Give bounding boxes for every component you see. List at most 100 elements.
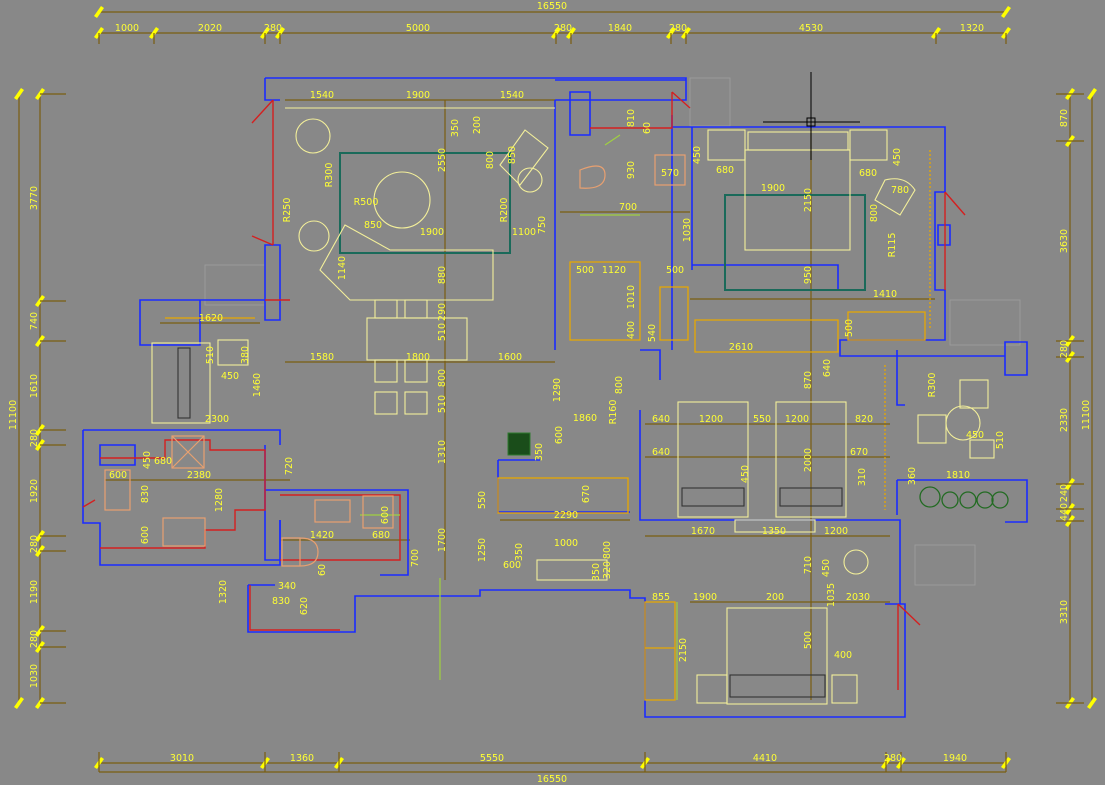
windows-doors [82,91,966,690]
interior-dimension-label: 870 [803,371,814,389]
interior-dimension-label: 1030 [682,218,693,242]
interior-dimension-label: 1140 [337,256,348,280]
interior-dimension-label: 2000 [803,448,814,472]
interior-dimension-label: 680 [154,456,172,467]
interior-dimension-label: 670 [850,447,868,458]
interior-dimension-label: 1200 [699,414,723,425]
interior-dimension-label: 800 [869,204,880,222]
interior-dimension-label: 700 [410,549,421,567]
kitchen-furniture [104,154,686,567]
dim-total-right: 11100 [1081,400,1092,430]
interior-dimension-label: 670 [581,485,592,503]
interior-dimension-label: 380 [240,346,251,364]
interior-dimension-label: 2030 [846,592,870,603]
interior-dimension-label: 1800 [406,352,430,363]
dim-label: 1920 [29,479,40,503]
interior-dimension-label: 500 [666,265,684,276]
interior-dimension-label: 500 [844,319,855,337]
dim-label: 2330 [1059,408,1070,432]
dim-label: 280 [29,630,40,648]
interior-dimension-label: 1460 [252,373,263,397]
interior-dimension-label: 450 [740,465,751,483]
interior-dimension-label: 450 [966,430,984,441]
dim-label: 1840 [608,23,632,34]
interior-dimension-label: 1900 [420,227,444,238]
dim-label: 3630 [1059,229,1070,253]
interior-dimension-label: 450 [221,371,239,382]
living-room-furniture [285,107,555,415]
interior-dimension-label: 350 [534,443,545,461]
interior-dimension-label: 310 [857,468,868,486]
interior-dimension-label: 1860 [573,413,597,424]
interior-dimension-label: 1320 [218,580,229,604]
dim-label: 280 [669,23,687,34]
interior-dimension-label: 2290 [554,510,578,521]
interior-dimension-label: 680 [716,165,734,176]
top-dimensions: 16550 1000 2020 280 5000 280 1840 280 45… [115,1,984,34]
interior-dimension-label: 500 [576,265,594,276]
interior-dimension-label: 720 [284,457,295,475]
interior-dimension-label: 550 [477,491,488,509]
interior-dimension-label: 1000 [554,538,578,549]
dim-label: 3010 [170,753,194,764]
interior-dimension-label: R115 [887,233,898,258]
interior-dimension-label: 510 [205,346,216,364]
interior-dimension-label: 680 [372,530,390,541]
interior-dimension-label: R160 [608,400,619,425]
dim-total-left: 11100 [8,400,19,430]
planter-icon [919,486,1009,509]
interior-dimension-label: 1580 [310,352,334,363]
interior-dimension-label: 450 [892,148,903,166]
dim-label: 740 [29,312,40,330]
interior-dimension-label: 1280 [214,488,225,512]
interior-dimension-label: 550 [753,414,771,425]
faint-outlines [204,77,1021,586]
interior-dimension-label: 2150 [803,188,814,212]
interior-dimension-label: 510 [437,395,448,413]
bottom-dimensions: 3010 1360 5550 4410 280 1940 16550 [170,753,967,785]
interior-dimension-label: 1700 [437,528,448,552]
interior-dimension-label: 1100 [512,227,536,238]
interior-dimension-label: 640 [652,447,670,458]
interior-dimension-label: 830 [272,596,290,607]
interior-dimension-label: 600 [554,426,565,444]
dim-label: 4410 [753,753,777,764]
interior-dimension-label: R300 [324,163,335,188]
interior-dimension-label: 800 [437,369,448,387]
interior-dimension-label: 340 [278,581,296,592]
dim-label: 280 [554,23,572,34]
interior-dimension-label: 780 [891,185,909,196]
dim-label: 1610 [29,374,40,398]
dim-total-bottom: 16550 [537,774,567,785]
interior-dimension-label: 1420 [310,530,334,541]
interior-dimension-label: 1350 [762,526,786,537]
interior-dimension-label: R500 [354,197,379,208]
interior-dimension-label: 930 [626,161,637,179]
interior-dimension-label: 350 [591,563,602,581]
dim-label: 240 [1059,484,1070,502]
dim-label: 870 [1059,109,1070,127]
interior-dimension-label: 450 [692,146,703,164]
master-bedroom-furniture [569,129,931,353]
interior-dimension-label: 360 [907,467,918,485]
interior-dimension-label: 1600 [498,352,522,363]
bedroom-2-furniture [677,365,886,575]
interior-dimension-label: 600 [109,470,127,481]
interior-dimension-label: 500 [803,631,814,649]
interior-dimension-label: 510 [437,323,448,341]
dim-label: 3310 [1059,600,1070,624]
interior-dimension-label: 2300 [205,414,229,425]
interior-dimension-label: 950 [803,266,814,284]
dim-label: 1940 [943,753,967,764]
interior-dimension-label: 400 [626,321,637,339]
interior-dimension-label: 570 [661,168,679,179]
interior-dimension-label: 2380 [187,470,211,481]
interior-dimension-label: 1810 [946,470,970,481]
interior-dimension-label: 1540 [310,90,334,101]
interior-dimension-label: 2550 [437,148,448,172]
interior-dimension-label: 810 [626,109,637,127]
dimension-tick [1087,88,1097,100]
interior-dimension-label: 1540 [500,90,524,101]
interior-dimension-label: 600 [503,560,521,571]
